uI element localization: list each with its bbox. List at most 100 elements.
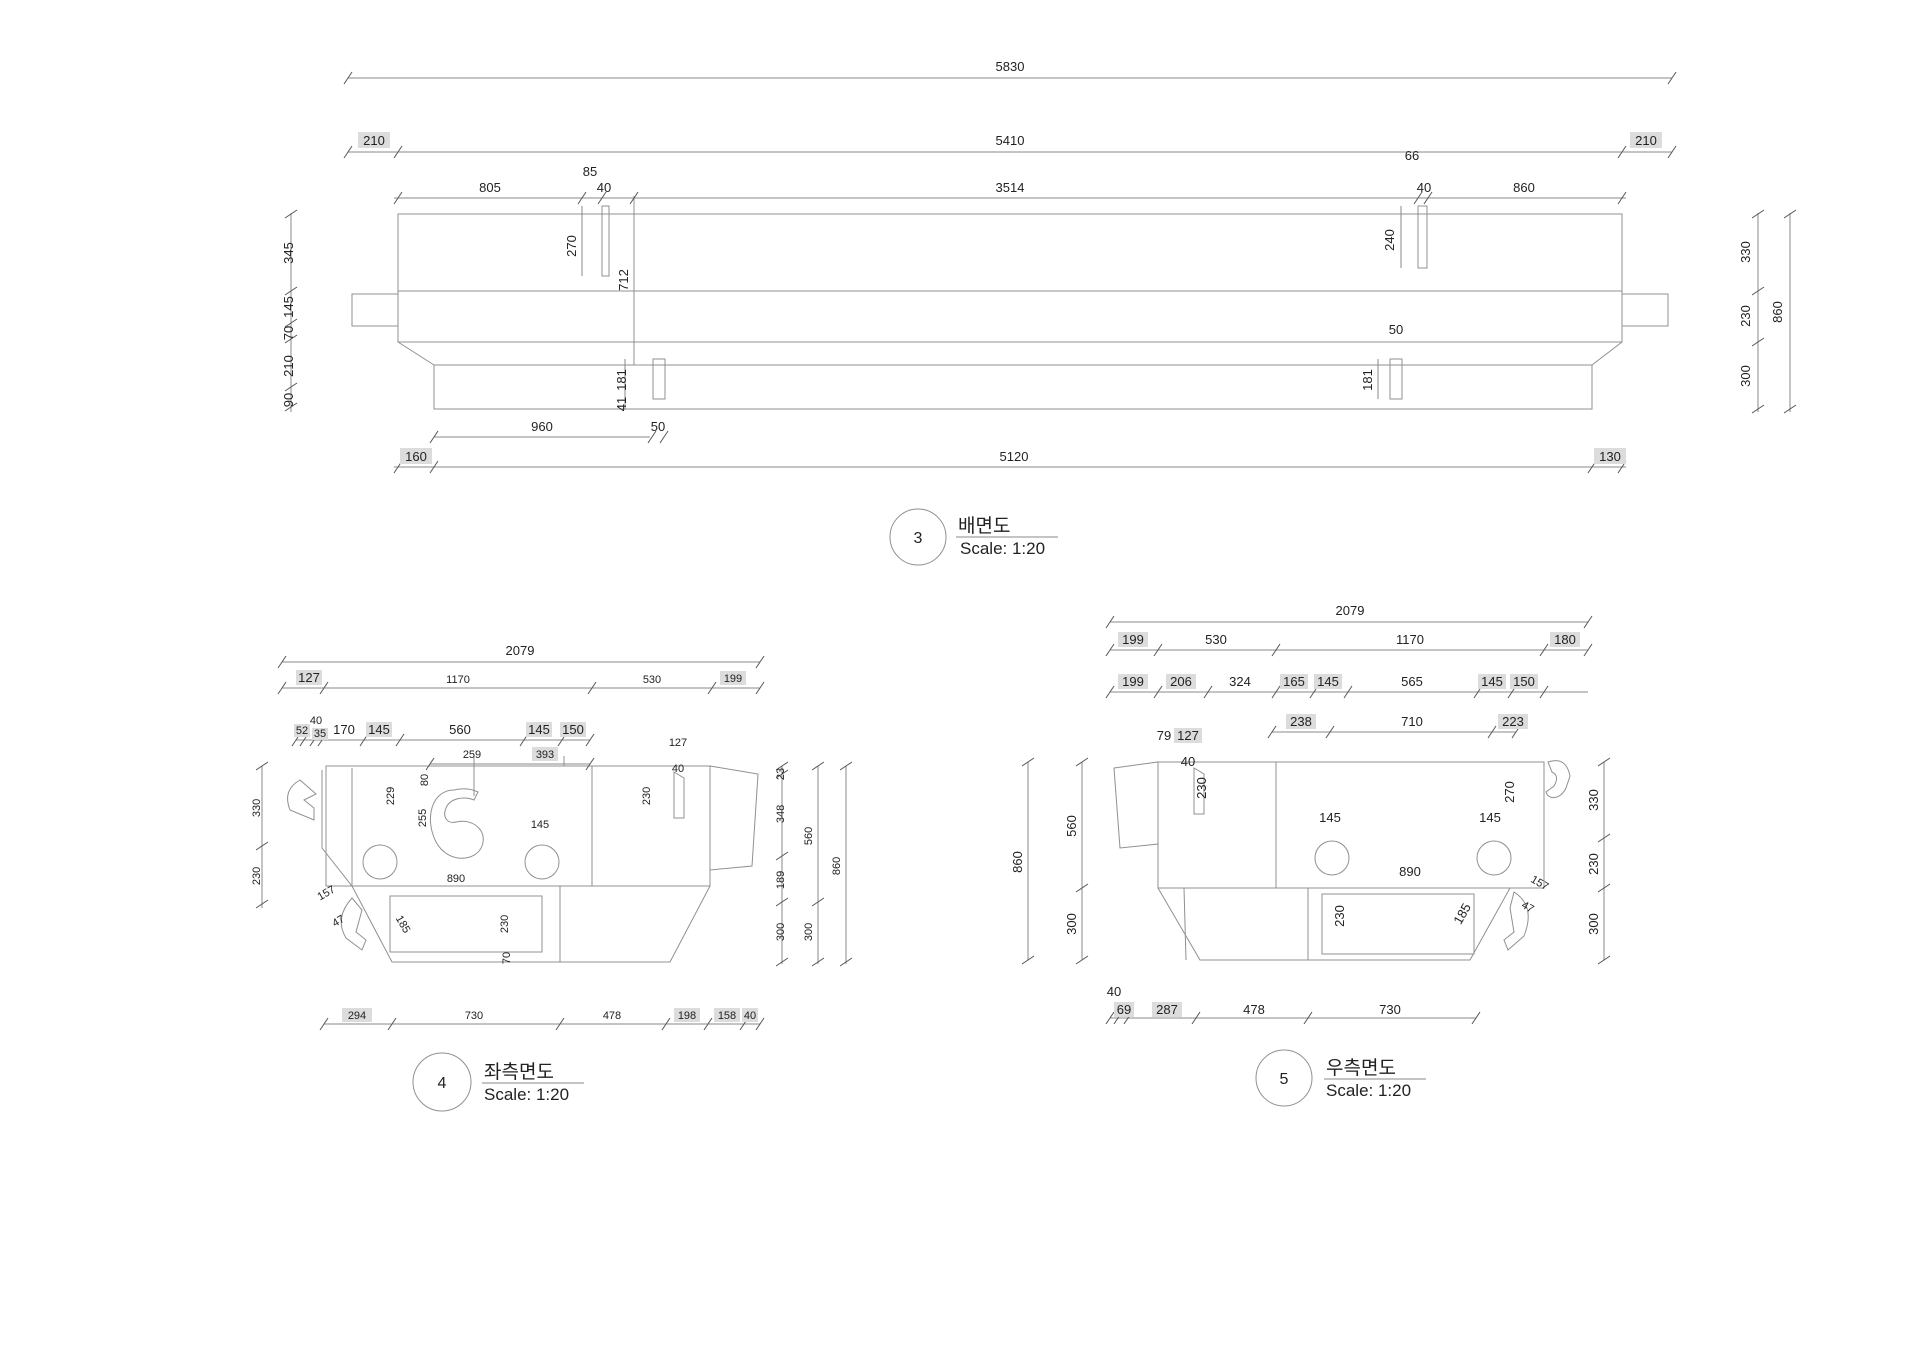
rear-dim-270: 270: [564, 235, 579, 257]
right-dim-565: 565: [1401, 674, 1423, 689]
left-dim-145c: 145: [531, 819, 549, 831]
left-dim-lines: [255, 655, 853, 1031]
right-dim-l560: 560: [1064, 815, 1079, 837]
left-dim-b40: 40: [744, 1010, 756, 1022]
left-dim-40a: 40: [310, 715, 322, 727]
view-title: 우측면도: [1326, 1057, 1396, 1079]
view-scale: Scale: 1:20: [1326, 1081, 1411, 1100]
right-dim-145a: 145: [1317, 674, 1339, 689]
left-dim-255: 255: [417, 809, 429, 827]
right-dim-47: 47: [1519, 899, 1536, 916]
left-dim-r189: 189: [775, 871, 787, 889]
right-dim-b730: 730: [1379, 1002, 1401, 1017]
left-dim-b294: 294: [348, 1010, 366, 1022]
left-dim-40b: 40: [672, 763, 684, 775]
rear-outline: [351, 196, 1669, 410]
rear-dim-r300: 300: [1738, 365, 1753, 387]
rear-dim-145: 145: [281, 296, 296, 318]
left-dim-r23: 23: [775, 768, 787, 780]
right-dim-710: 710: [1401, 714, 1423, 729]
right-dim-r300: 300: [1586, 913, 1601, 935]
rear-elevation: 5830 210 5410 210 66 85 805 40 3514 40 8…: [281, 59, 1797, 566]
right-dim-145c: 145: [1319, 810, 1341, 825]
right-dim-180: 180: [1554, 632, 1576, 647]
rear-dim-860: 860: [1513, 180, 1535, 195]
right-dimension-texts: 2079 199 530 1170 180 199 206 324 165 14…: [1010, 603, 1601, 1017]
left-dim-b198: 198: [678, 1010, 696, 1022]
rear-dim-50b: 50: [651, 419, 665, 434]
rear-dim-r230: 230: [1738, 305, 1753, 327]
right-dim-150: 150: [1513, 674, 1535, 689]
rear-dim-66: 66: [1405, 148, 1419, 163]
left-dim-total: 2079: [506, 643, 535, 658]
rear-dim-960: 960: [531, 419, 553, 434]
right-dim-270: 270: [1502, 781, 1517, 803]
right-dim-79: 79: [1157, 728, 1171, 743]
right-dim-324: 324: [1229, 674, 1251, 689]
left-dim-230a: 230: [641, 787, 653, 805]
left-dim-890: 890: [447, 873, 465, 885]
left-title-block: 4 좌측면도 Scale: 1:20: [412, 1052, 584, 1112]
view-scale: Scale: 1:20: [960, 539, 1045, 558]
view-title: 배면도: [958, 515, 1010, 537]
right-dim-r330: 330: [1586, 789, 1601, 811]
left-dim-157: 157: [316, 884, 338, 904]
rear-dim-40a: 40: [597, 180, 611, 195]
left-dim-230b: 230: [499, 915, 511, 933]
rear-dim-181a: 181: [614, 369, 629, 391]
view-number-circle: [1255, 1049, 1313, 1107]
left-dim-185: 185: [393, 914, 413, 936]
rear-dim-181b: 181: [1360, 369, 1375, 391]
right-dim-145b: 145: [1481, 674, 1503, 689]
left-dim-127b: 127: [669, 737, 687, 749]
rear-dim-712: 712: [616, 269, 631, 291]
left-dimension-texts: 2079 127 1170 530 199 52 40 35 170 145 5…: [251, 643, 843, 1022]
left-dim-229: 229: [385, 787, 397, 805]
rear-dim-240: 240: [1382, 229, 1397, 251]
right-dim-238: 238: [1290, 714, 1312, 729]
left-dim-r300a: 300: [775, 923, 787, 941]
right-dim-127: 127: [1177, 728, 1199, 743]
rear-dim-805: 805: [479, 180, 501, 195]
left-dim-530: 530: [643, 674, 661, 686]
left-dim-b158: 158: [718, 1010, 736, 1022]
right-dim-199b: 199: [1122, 674, 1144, 689]
left-dim-r560: 560: [803, 827, 815, 845]
rear-dim-50a: 50: [1389, 322, 1403, 337]
view-number-circle: [412, 1052, 472, 1112]
right-dim-l860: 860: [1010, 851, 1025, 873]
rear-dim-160: 160: [405, 449, 427, 464]
rear-dim-70: 70: [281, 326, 296, 340]
left-dim-l230: 230: [251, 867, 263, 885]
left-dim-145a: 145: [368, 722, 390, 737]
right-dim-165: 165: [1283, 674, 1305, 689]
right-dim-145d: 145: [1479, 810, 1501, 825]
right-dim-530: 530: [1205, 632, 1227, 647]
rear-dim-right: 210: [1635, 133, 1657, 148]
right-dim-230b: 230: [1332, 905, 1347, 927]
left-dim-150: 150: [562, 722, 584, 737]
left-dim-52: 52: [296, 725, 308, 737]
left-dim-80: 80: [419, 774, 431, 786]
left-dim-b478: 478: [603, 1010, 621, 1022]
view-scale: Scale: 1:20: [484, 1085, 569, 1104]
right-dim-230a: 230: [1194, 777, 1209, 799]
right-dim-185: 185: [1450, 901, 1474, 927]
rear-dimension-texts: 5830 210 5410 210 66 85 805 40 3514 40 8…: [281, 59, 1785, 464]
rear-dim-90: 90: [281, 393, 296, 407]
view-number: 5: [1280, 1071, 1289, 1088]
left-dim-560: 560: [449, 722, 471, 737]
right-dim-l300: 300: [1064, 913, 1079, 935]
rear-dim-3514: 3514: [996, 180, 1025, 195]
left-dim-170: 170: [333, 722, 355, 737]
view-number: 3: [914, 530, 923, 547]
view-number-circle: [889, 508, 947, 566]
left-dim-393: 393: [536, 749, 554, 761]
rear-dim-left: 210: [363, 133, 385, 148]
rear-dim-85: 85: [583, 164, 597, 179]
left-dim-1170: 1170: [446, 674, 470, 686]
right-dim-223: 223: [1502, 714, 1524, 729]
right-dim-b40: 40: [1107, 984, 1121, 999]
right-dim-total: 2079: [1336, 603, 1365, 618]
